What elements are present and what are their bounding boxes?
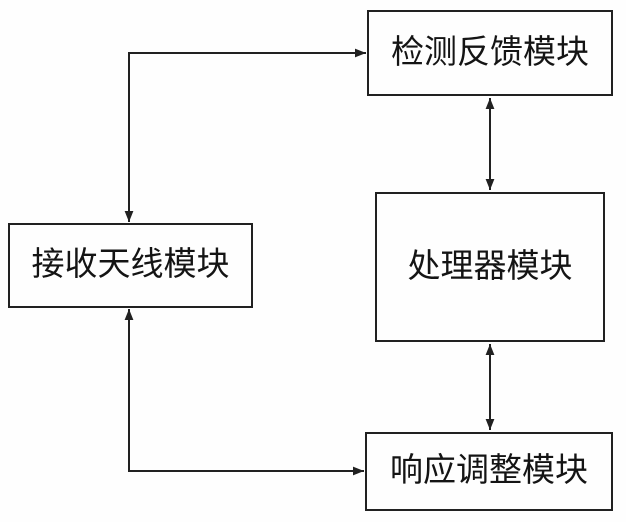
module-label-detection-feedback: 检测反馈模块	[391, 34, 589, 71]
module-label-response-adjustment: 响应调整模块	[390, 453, 588, 489]
module-label-processor: 处理器模块	[407, 248, 573, 285]
module-box-receiving-antenna: 接收天线模块	[8, 223, 253, 308]
module-box-response-adjustment: 响应调整模块	[365, 432, 613, 511]
module-label-receiving-antenna: 接收天线模块	[31, 247, 230, 283]
module-box-detection-feedback: 检测反馈模块	[367, 10, 613, 96]
module-box-processor: 处理器模块	[375, 192, 605, 342]
